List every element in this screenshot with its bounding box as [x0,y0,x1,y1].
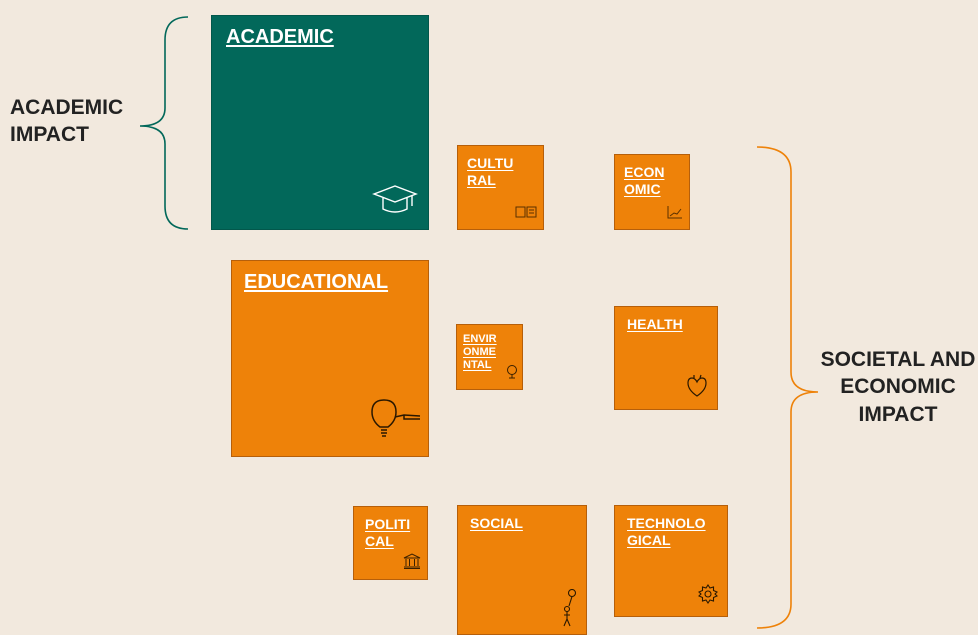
book-icon [515,205,537,224]
graduation-cap-icon [372,184,418,219]
social-tile[interactable]: SOCIAL [457,505,587,635]
cultural-tile[interactable]: CULTU RAL [457,145,544,230]
person-balloon-icon [560,588,578,632]
economic-tile[interactable]: ECON OMIC [614,154,690,230]
line-chart-icon [667,205,683,224]
government-building-icon [403,553,421,574]
social-tile-label: SOCIAL [470,515,523,531]
technological-tile[interactable]: TECHNOLO GICAL [614,505,728,617]
environmental-tile[interactable]: ENVIR ONME NTAL [456,324,523,390]
academic-tile-label: ACADEMIC [226,26,334,48]
cultural-tile-label: CULTU RAL [467,155,514,188]
economic-tile-label: ECON OMIC [624,164,665,197]
health-tile[interactable]: HEALTH [614,306,718,410]
heart-icon [686,374,708,403]
tree-icon [505,365,519,384]
environmental-tile-label: ENVIR ONME NTAL [463,333,497,372]
academic-impact-label: ACADEMIC IMPACT [10,96,124,147]
health-tile-label: HEALTH [627,316,683,332]
political-tile-label: POLITI CAL [365,516,411,549]
technological-tile-label: TECHNOLO GICAL [627,515,706,548]
lightbulb-icon [370,397,422,448]
societal-economic-impact-label: SOCIETAL AND ECONOMIC IMPACT [820,348,976,426]
societal-brace [756,146,819,629]
academic-brace [139,16,189,230]
political-tile[interactable]: POLITI CAL [353,506,428,580]
educational-tile[interactable]: EDUCATIONAL [231,260,429,457]
academic-tile[interactable]: ACADEMIC [211,15,429,230]
educational-tile-label: EDUCATIONAL [244,271,389,293]
gear-icon [698,584,718,609]
